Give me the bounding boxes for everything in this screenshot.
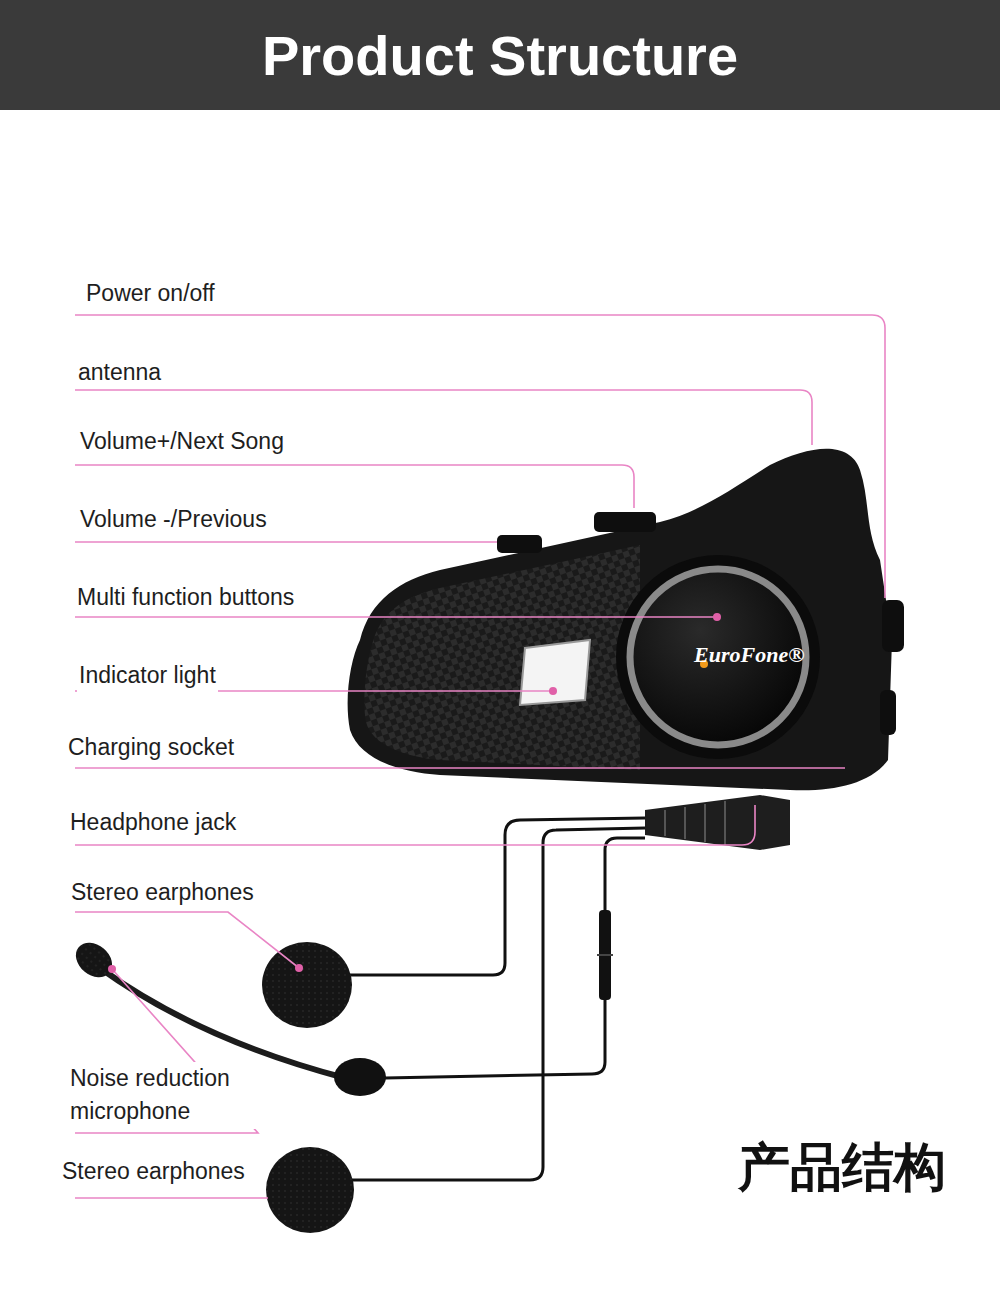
leader-line: [75, 912, 299, 968]
brand-logo: EuroFone®: [694, 642, 805, 668]
leader-line: [75, 616, 717, 618]
control-dial-ring: [630, 569, 806, 745]
earphone-wire: [352, 828, 645, 1180]
volume-up-button: [594, 512, 656, 532]
label-holder: Indicator light: [77, 659, 218, 692]
page-title: Product Structure: [262, 23, 738, 88]
volume-down-button: [497, 535, 542, 553]
carbon-panel: [364, 545, 640, 770]
inline-connector: [597, 954, 613, 956]
cable: [350, 818, 645, 1180]
side-button: [880, 690, 896, 735]
title-holder: Product Structure: [0, 0, 1000, 110]
label-holder: Volume+/Next Song: [78, 425, 286, 458]
microphone-base: [334, 1058, 386, 1096]
part-label: Multi function buttons: [75, 581, 296, 614]
headphone-plug: [645, 795, 790, 850]
microphone-head: [69, 936, 119, 985]
leader-line: [75, 767, 845, 769]
part-label: Charging socket: [66, 731, 236, 764]
power-button: [882, 600, 904, 652]
part-label: Indicator light: [77, 659, 218, 692]
label-holder: antenna: [76, 356, 163, 389]
label-holder: Headphone jack: [68, 806, 238, 839]
part-label: Stereo earphones: [69, 876, 256, 909]
microphone-wire: [385, 838, 645, 1078]
label-holder: Power on/off: [84, 277, 217, 310]
part-label: Power on/off: [84, 277, 217, 310]
label-holder: Stereo earphones: [69, 876, 256, 909]
label-holder: Noise reduction microphone: [68, 1062, 268, 1129]
part-label: Volume+/Next Song: [78, 425, 286, 458]
device-body: [348, 449, 892, 791]
label-holder: Multi function buttons: [75, 581, 296, 614]
label-holder: Volume -/Previous: [78, 503, 269, 536]
plug-ribs: [665, 801, 725, 845]
leader-line: [75, 315, 885, 598]
earphone: [266, 1147, 354, 1233]
part-label: Stereo earphones: [60, 1155, 247, 1188]
part-label: Volume -/Previous: [78, 503, 269, 536]
earphone: [262, 942, 352, 1028]
part-label: Headphone jack: [68, 806, 238, 839]
indicator-light: [520, 640, 590, 705]
chinese-caption: 产品结构: [738, 1133, 946, 1203]
label-holder: Stereo earphones: [60, 1155, 247, 1188]
leader-line: [75, 541, 497, 543]
part-label: antenna: [76, 356, 163, 389]
label-holder: EuroFone®: [694, 642, 805, 668]
label-holder: 产品结构: [738, 1133, 946, 1203]
control-dial: [616, 555, 820, 759]
leader-line: [75, 1197, 268, 1199]
leader-line: [75, 465, 634, 508]
label-holder: Charging socket: [66, 731, 236, 764]
part-label: Noise reduction microphone: [68, 1062, 268, 1129]
